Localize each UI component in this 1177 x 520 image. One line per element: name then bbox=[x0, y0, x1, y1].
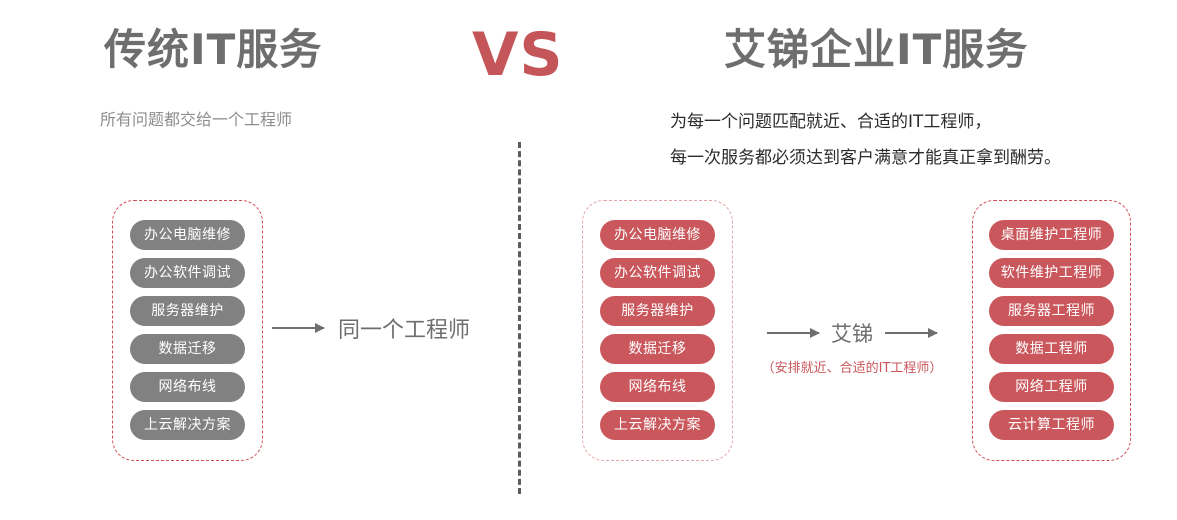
right-panel-title: 艾锑企业IT服务 bbox=[724, 25, 1029, 74]
right-services-container: 办公电脑维修 办公软件调试 服务器维护 数据迁移 网络布线 上云解决方案 bbox=[582, 200, 733, 461]
right-connector-note: （安排就近、合适的IT工程师） bbox=[761, 361, 943, 376]
list-item: 办公软件调试 bbox=[600, 258, 715, 288]
list-item: 软件维护工程师 bbox=[988, 258, 1115, 288]
list-item: 桌面维护工程师 bbox=[988, 220, 1115, 250]
list-item: 数据工程师 bbox=[989, 334, 1114, 364]
arrow-right-icon bbox=[885, 328, 938, 338]
list-item: 服务器维护 bbox=[130, 296, 245, 326]
arrow-right-icon bbox=[767, 328, 820, 338]
list-item: 网络布线 bbox=[130, 372, 245, 402]
list-item: 服务器工程师 bbox=[989, 296, 1114, 326]
list-item: 网络工程师 bbox=[989, 372, 1114, 402]
arrow-right-icon bbox=[272, 323, 325, 333]
left-connector-label: 同一个工程师 bbox=[338, 318, 471, 343]
list-item: 办公软件调试 bbox=[130, 258, 245, 288]
right-connector-label: 艾锑 bbox=[831, 322, 873, 346]
list-item: 数据迁移 bbox=[130, 334, 245, 364]
left-services-container: 办公电脑维修 办公软件调试 服务器维护 数据迁移 网络布线 上云解决方案 bbox=[112, 200, 263, 461]
engineers-container: 桌面维护工程师 软件维护工程师 服务器工程师 数据工程师 网络工程师 云计算工程… bbox=[972, 200, 1131, 461]
right-panel-subtitle-line-1: 为每一个问题匹配就近、合适的IT工程师， bbox=[670, 112, 992, 132]
left-panel-title: 传统IT服务 bbox=[104, 25, 323, 74]
vs-label: VS bbox=[472, 20, 564, 90]
right-panel-subtitle: 为每一个问题匹配就近、合适的IT工程师， 每一次服务都必须达到客户满意才能真正拿… bbox=[670, 104, 1061, 176]
list-item: 上云解决方案 bbox=[600, 410, 715, 440]
right-panel-subtitle-line-2: 每一次服务都必须达到客户满意才能真正拿到酬劳。 bbox=[670, 148, 1061, 168]
left-connector: 同一个工程师 bbox=[272, 312, 470, 344]
list-item: 办公电脑维修 bbox=[600, 220, 715, 250]
list-item: 办公电脑维修 bbox=[130, 220, 245, 250]
list-item: 服务器维护 bbox=[600, 296, 715, 326]
vertical-dashed-divider bbox=[518, 142, 521, 494]
right-connector: 艾锑 （安排就近、合适的IT工程师） bbox=[752, 318, 952, 376]
list-item: 数据迁移 bbox=[600, 334, 715, 364]
list-item: 网络布线 bbox=[600, 372, 715, 402]
left-panel-subtitle: 所有问题都交给一个工程师 bbox=[100, 110, 293, 129]
list-item: 云计算工程师 bbox=[989, 410, 1114, 440]
list-item: 上云解决方案 bbox=[130, 410, 245, 440]
right-connector-row: 艾锑 bbox=[752, 318, 952, 348]
